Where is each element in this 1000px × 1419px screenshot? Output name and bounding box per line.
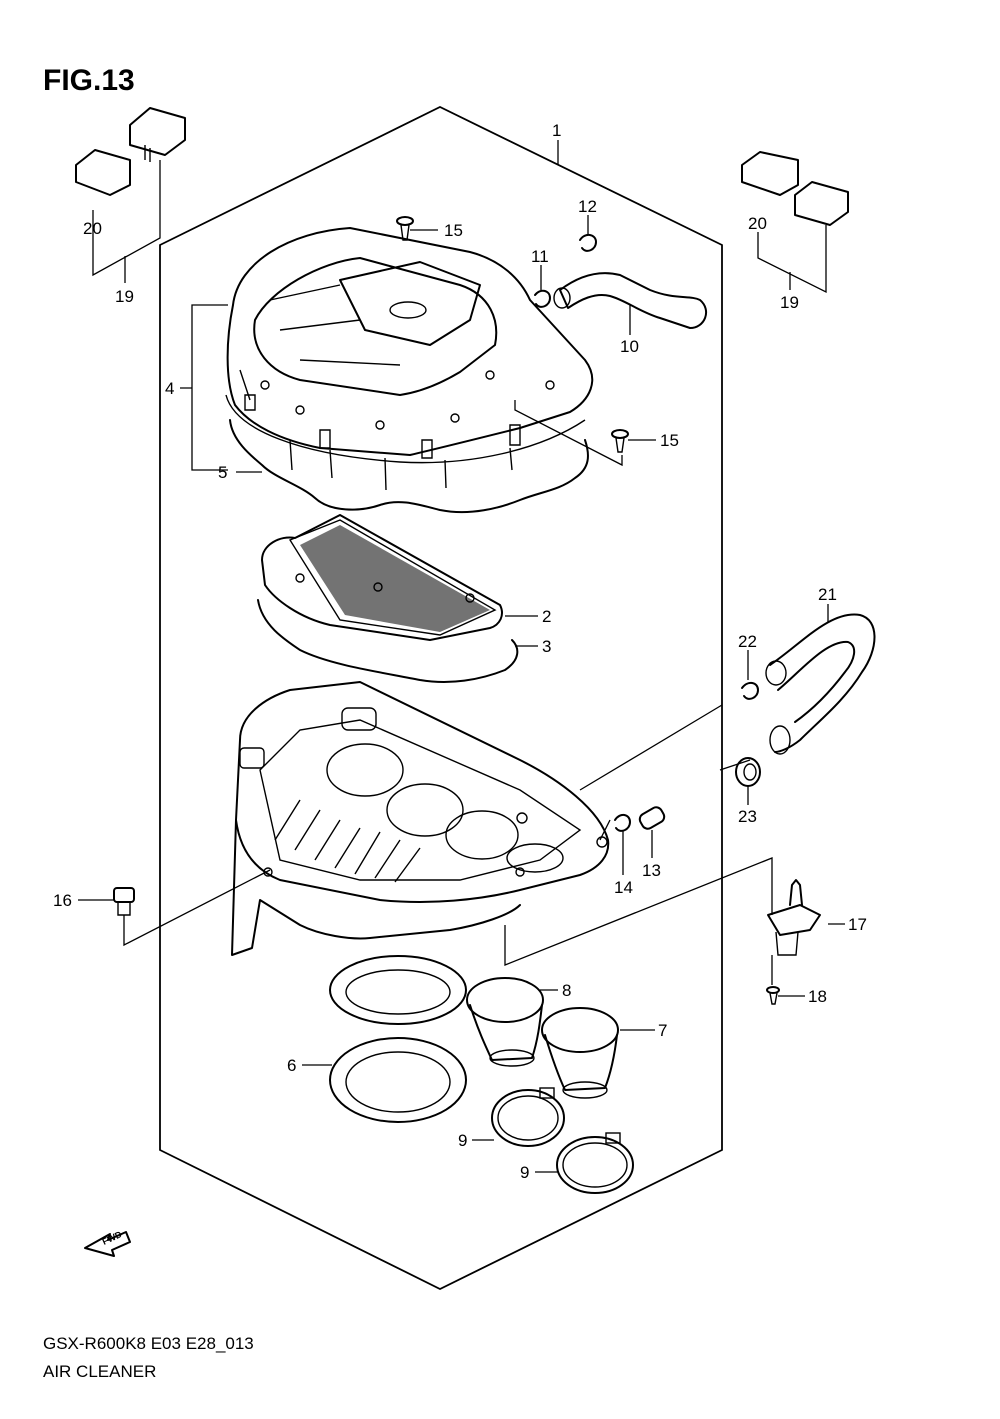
air-cleaner-lower-case — [231, 681, 610, 956]
callout-5: 5 — [218, 463, 227, 482]
callout-4: 4 — [165, 379, 174, 398]
callout-9a: 9 — [458, 1131, 467, 1150]
air-cleaner-upper-case — [225, 227, 594, 491]
callout-17: 17 — [848, 915, 867, 934]
callout-19b: 19 — [780, 293, 799, 312]
callout-18: 18 — [808, 987, 827, 1006]
callout-7: 7 — [658, 1021, 667, 1040]
air-filter-element — [261, 514, 503, 641]
connector-19-right — [794, 181, 849, 226]
callout-8: 8 — [562, 981, 571, 1000]
intake-ring-upper — [329, 955, 467, 1025]
callout-16: 16 — [53, 891, 72, 910]
assembly-frame — [159, 105, 723, 1291]
figure-code: GSX-R600K8 E03 E28_013 — [43, 1334, 254, 1353]
callout-23: 23 — [738, 807, 757, 826]
callout-3: 3 — [542, 637, 551, 656]
drain-hose-21 — [765, 613, 876, 755]
filter-mesh — [300, 525, 490, 632]
oval-seal — [329, 1037, 467, 1123]
screw-15b — [611, 429, 629, 453]
clip-14 — [614, 814, 631, 832]
callout-20a: 20 — [83, 219, 102, 238]
callout-19a: 19 — [115, 287, 134, 306]
callout-labels: 1 2 3 4 5 6 7 8 9 9 10 11 12 13 14 15 15… — [53, 121, 867, 1182]
callout-21: 21 — [818, 585, 837, 604]
intake-air-temperature-sensor — [767, 879, 821, 956]
connector-19-left — [129, 107, 186, 162]
connector-cover-20-left — [75, 149, 131, 196]
callout-20b: 20 — [748, 214, 767, 233]
callout-9b: 9 — [520, 1163, 529, 1182]
callout-15a: 15 — [444, 221, 463, 240]
breather-hose — [553, 272, 708, 329]
clip-22 — [741, 682, 759, 700]
clamp-23 — [735, 757, 761, 787]
hose-clamp-9a — [491, 1087, 565, 1147]
callout-1: 1 — [552, 121, 561, 140]
cap-13 — [638, 806, 666, 830]
screw-18 — [766, 986, 780, 1005]
callout-6: 6 — [287, 1056, 296, 1075]
intake-funnel-8 — [466, 977, 544, 1067]
bolt-16 — [113, 887, 135, 916]
figure-title: FIG.13 — [43, 64, 135, 97]
filter-seal — [257, 599, 519, 683]
callout-13: 13 — [642, 861, 661, 880]
forward-label: FWD — [101, 1229, 124, 1247]
intake-funnel-7 — [541, 1007, 619, 1099]
callout-2: 2 — [542, 607, 551, 626]
figure-name: AIR CLEANER — [43, 1362, 156, 1381]
callout-14: 14 — [614, 878, 633, 897]
callout-15b: 15 — [660, 431, 679, 450]
hose-clip-11 — [534, 289, 551, 308]
callout-22: 22 — [738, 632, 757, 651]
connector-cover-20-right — [741, 151, 799, 196]
screw-15a — [396, 216, 414, 241]
forward-direction-icon: FWD — [84, 1229, 131, 1257]
callout-10: 10 — [620, 337, 639, 356]
callout-12: 12 — [578, 197, 597, 216]
hose-clamp-9b — [556, 1132, 634, 1194]
leader-lines — [78, 140, 845, 1173]
upper-case-seal — [229, 419, 589, 514]
hose-clip-12 — [579, 234, 597, 252]
callout-11: 11 — [531, 247, 549, 266]
